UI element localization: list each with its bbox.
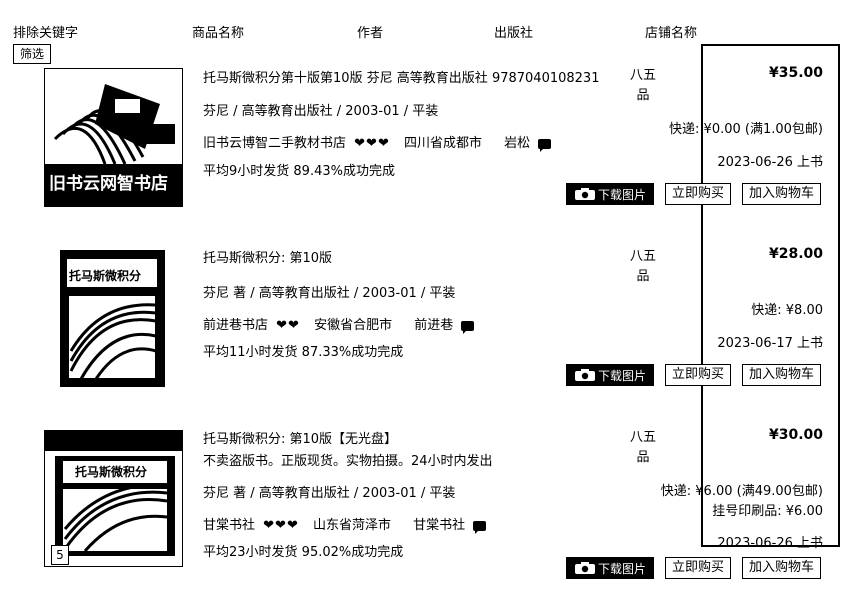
price: ¥30.00 [768,427,823,443]
listed-date: 2023-06-26 上书 [717,536,823,551]
shop-location: 安徽省合肥市 [314,318,393,333]
price: ¥35.00 [768,65,823,81]
listing-title[interactable]: 托马斯微积分: 第10版 [203,251,333,266]
publisher-label[interactable]: 出版社 [494,26,534,41]
shop-name[interactable]: 甘棠书社 [203,518,256,533]
publish-info: 芬尼 著 / 高等教育出版社 / 2003-01 / 平装 [203,286,456,301]
camera-icon [574,369,595,381]
product-thumbnail[interactable]: 托马斯微积分 [60,250,165,387]
listing-title[interactable]: 托马斯微积分: 第10版【无光盘】 [203,432,398,447]
download-image-button[interactable]: 下载图片 [566,183,654,205]
chat-icon[interactable] [461,320,475,334]
buy-now-button[interactable]: 立即购买 [665,364,732,386]
publish-info: 芬尼 / 高等教育出版社 / 2003-01 / 平装 [203,104,439,119]
camera-icon [574,562,595,574]
filter-button[interactable]: 筛选 [13,44,51,64]
heart-icon: ❤❤❤ [263,518,299,533]
registered-print-fee: 挂号印刷品: ¥6.00 [712,504,823,519]
shop-name[interactable]: 前进巷书店 [203,318,269,333]
shipping-fee: 快递: ¥6.00 (满49.00包邮) [660,484,823,499]
product-name-label[interactable]: 商品名称 [192,26,245,41]
buy-now-button[interactable]: 立即购买 [665,183,732,205]
listed-date: 2023-06-26 上书 [717,155,823,170]
product-thumbnail[interactable]: 托马斯微积分 5 [44,430,183,567]
seller-name[interactable]: 前进巷 [414,318,454,333]
heart-icon: ❤❤ [276,318,300,333]
add-to-cart-button[interactable]: 加入购物车 [742,364,822,386]
seller-stats: 平均9小时发货 89.43%成功完成 [203,164,395,179]
thumbnail-watermark: 托马斯微积分 [75,465,148,479]
listing-subtitle: 不卖盗版书。正版现货。实物拍摄。24小时内发出 [203,454,493,469]
seller-stats: 平均11小时发货 87.33%成功完成 [203,345,404,360]
shop-location: 四川省成都市 [403,136,482,151]
download-image-button[interactable]: 下载图片 [566,364,654,386]
shop-line: 旧书云博智二手教材书店 ❤❤❤ 四川省成都市 岩松 [203,132,552,152]
listing-title[interactable]: 托马斯微积分第十版第10版 芬尼 高等教育出版社 9787040108231 [203,71,600,86]
book-cover-image [45,431,182,566]
shop-name[interactable]: 旧书云博智二手教材书店 [203,136,347,151]
publish-info: 芬尼 著 / 高等教育出版社 / 2003-01 / 平装 [203,486,456,501]
shop-line: 甘棠书社 ❤❤❤ 山东省菏泽市 甘棠书社 [203,514,487,534]
camera-icon [574,188,595,200]
price-column-highlight [701,44,840,547]
seller-stats: 平均23小时发货 95.02%成功完成 [203,545,404,560]
exclude-keyword-label[interactable]: 排除关键字 [13,26,79,41]
product-thumbnail[interactable]: 旧书云网智书店 [44,68,183,207]
heart-icon: ❤❤❤ [354,136,390,151]
condition-label: 八五品 [629,430,656,465]
buy-now-button[interactable]: 立即购买 [665,557,732,579]
shop-location: 山东省菏泽市 [312,518,391,533]
book-cover-image [45,69,182,206]
shop-name-label[interactable]: 店铺名称 [645,26,698,41]
chat-icon[interactable] [538,138,552,152]
chat-icon[interactable] [473,520,487,534]
seller-name[interactable]: 甘棠书社 [413,518,466,533]
add-to-cart-button[interactable]: 加入购物车 [742,557,822,579]
condition-label: 八五品 [629,249,656,284]
download-image-button[interactable]: 下载图片 [566,557,654,579]
listed-date: 2023-06-17 上书 [717,336,823,351]
thumbnail-watermark: 旧书云网智书店 [49,174,168,194]
seller-name[interactable]: 岩松 [504,136,531,151]
price: ¥28.00 [768,246,823,262]
image-count-badge: 5 [51,545,69,565]
book-cover-image [61,251,164,386]
add-to-cart-button[interactable]: 加入购物车 [742,183,822,205]
thumbnail-watermark: 托马斯微积分 [69,269,142,283]
shipping-fee: 快递: ¥8.00 [751,303,823,318]
condition-label: 八五品 [629,68,656,103]
shipping-fee: 快递: ¥0.00 (满1.00包邮) [669,122,823,137]
author-label[interactable]: 作者 [357,26,384,41]
shop-line: 前进巷书店 ❤❤ 安徽省合肥市 前进巷 [203,314,475,334]
